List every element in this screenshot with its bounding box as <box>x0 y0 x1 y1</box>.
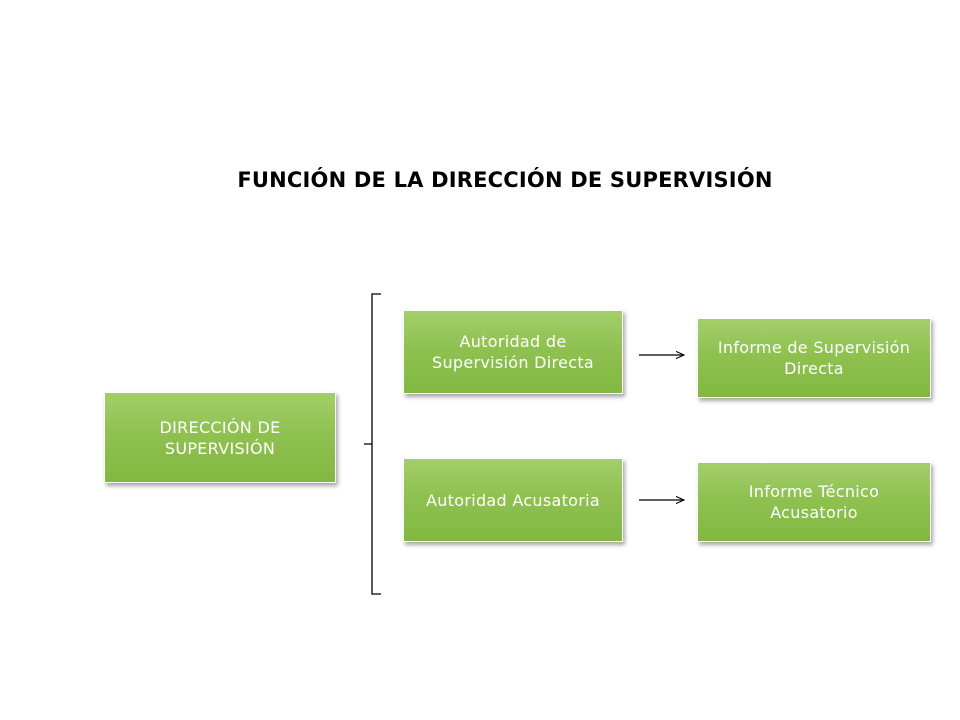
box-informe-supervision-directa: Informe de Supervisión Directa <box>697 318 931 398</box>
box-autoridad-supervision-directa: Autoridad de Supervisión Directa <box>403 310 623 394</box>
bracket-connector <box>364 293 381 595</box>
box-autoridad-acusatoria-label: Autoridad Acusatoria <box>425 490 600 510</box>
box-direccion-de-supervision: DIRECCIÓN DE SUPERVISIÓN <box>104 392 336 483</box>
diagram-title: FUNCIÓN DE LA DIRECCIÓN DE SUPERVISIÓN <box>237 168 773 192</box>
box-informe-directa-label: Informe de Supervisión Directa <box>717 338 911 378</box>
box-autoridad-directa-label: Autoridad de Supervisión Directa <box>432 332 594 372</box>
box-informe-tecnico-label: Informe Técnico Acusatorio <box>748 482 880 522</box>
box-informe-tecnico-acusatorio: Informe Técnico Acusatorio <box>697 462 931 542</box>
box-direccion-label: DIRECCIÓN DE SUPERVISIÓN <box>159 417 281 458</box>
box-autoridad-acusatoria: Autoridad Acusatoria <box>403 458 623 542</box>
